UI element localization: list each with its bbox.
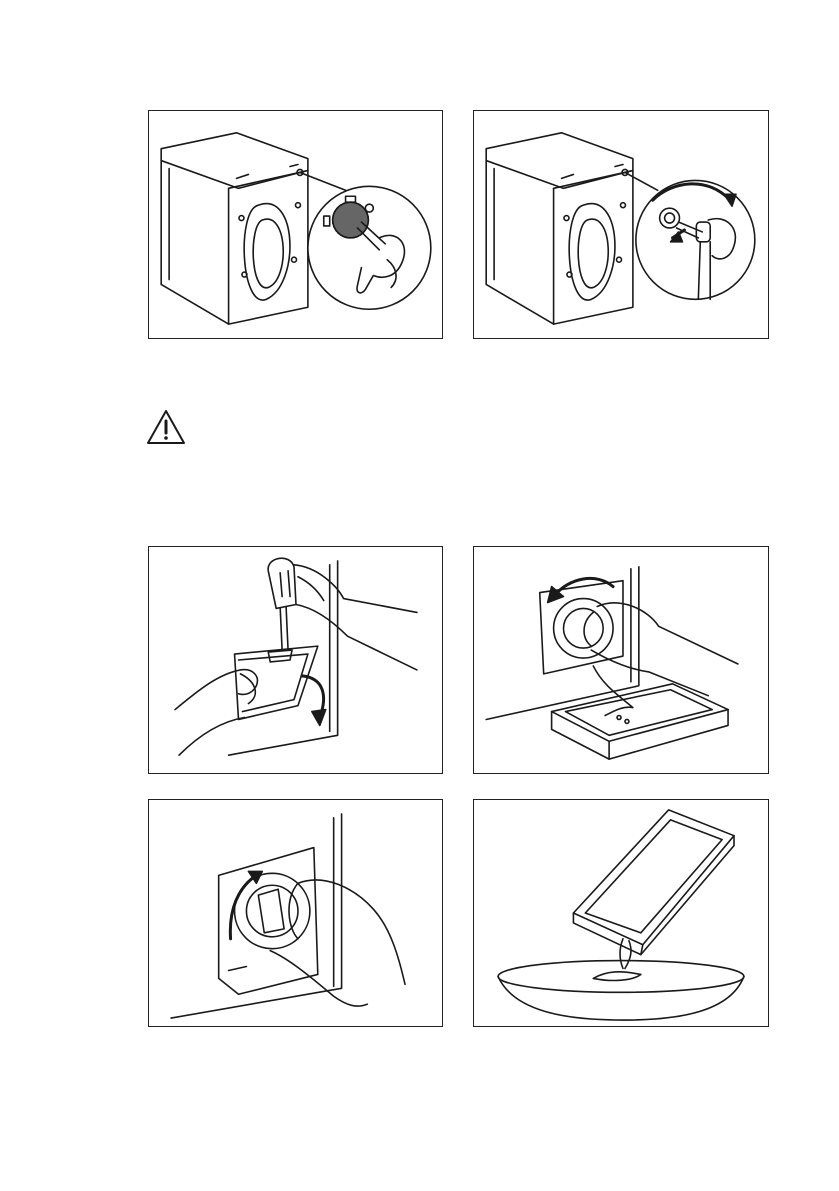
warning-triangle-icon bbox=[145, 408, 187, 446]
figure-inlet-filter-left bbox=[148, 110, 443, 339]
figure-empty-tray-bowl bbox=[473, 799, 769, 1027]
figure-hose-connection-right bbox=[473, 110, 769, 339]
figure-turn-filter bbox=[148, 799, 443, 1027]
figure-open-flap-screwdriver bbox=[148, 546, 443, 774]
figure-unscrew-filter-tray bbox=[473, 546, 769, 774]
